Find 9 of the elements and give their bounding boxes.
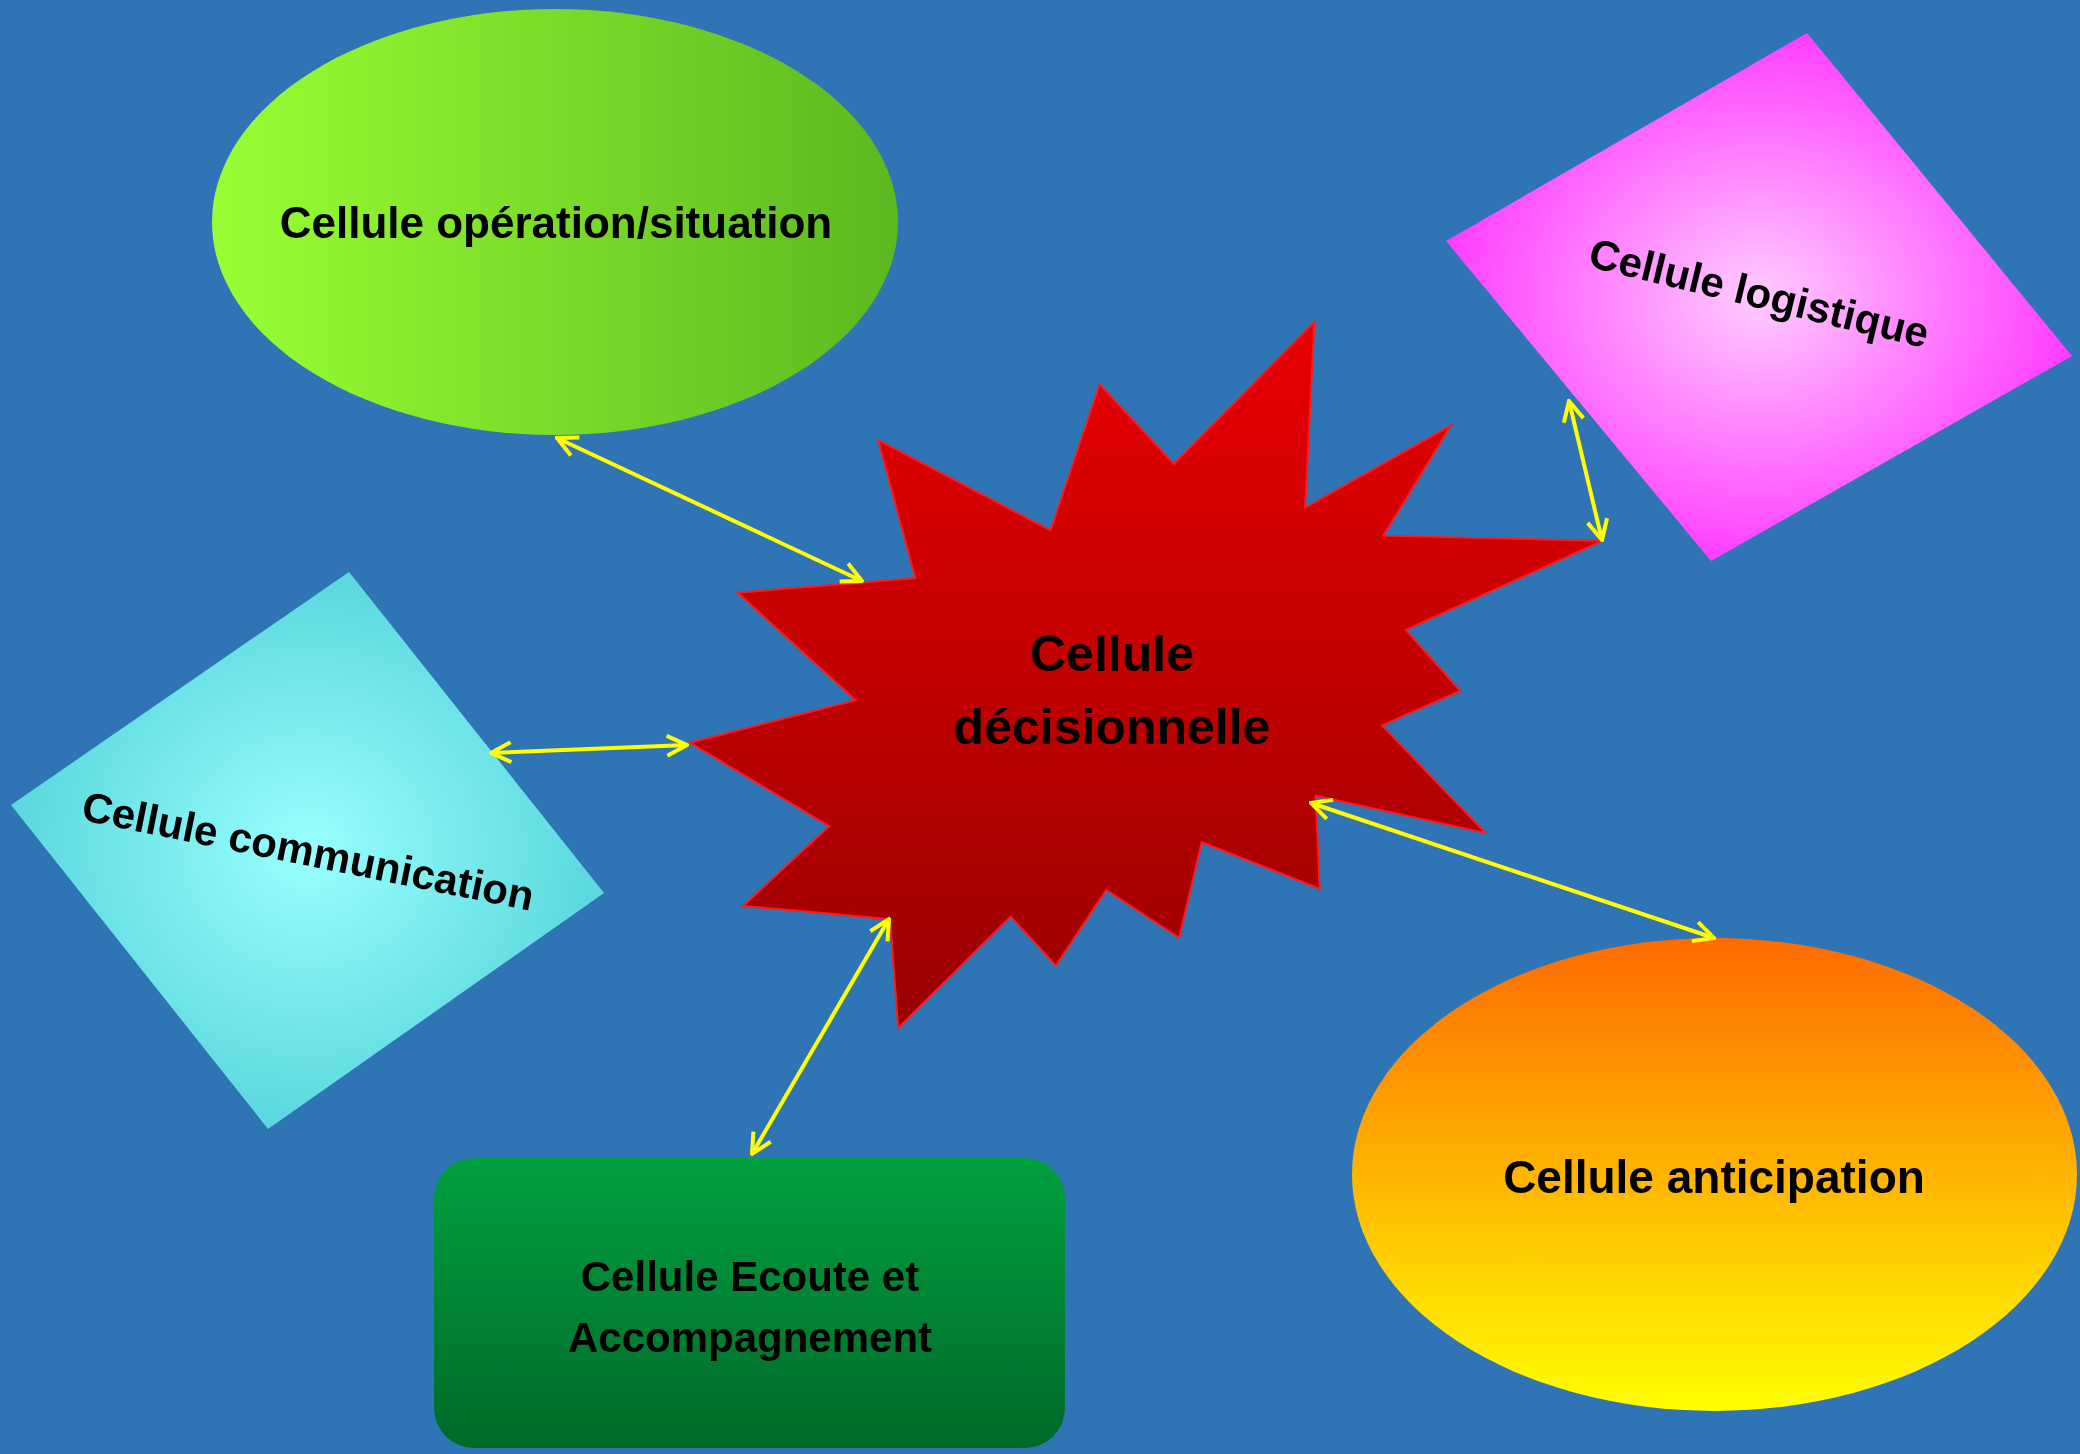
double-arrow	[750, 917, 891, 1156]
double-arrow	[489, 733, 689, 765]
double-arrow	[1309, 797, 1716, 944]
double-arrow	[1561, 399, 1610, 542]
node-label: Cellule opération/situation	[278, 197, 834, 250]
node-label: Cellule décisionnelle	[952, 624, 1272, 756]
node-label: Cellule anticipation	[1502, 1149, 1926, 1205]
node-label: Cellule Ecoute et Accompagnement	[566, 1252, 934, 1363]
double-arrow	[555, 435, 864, 584]
